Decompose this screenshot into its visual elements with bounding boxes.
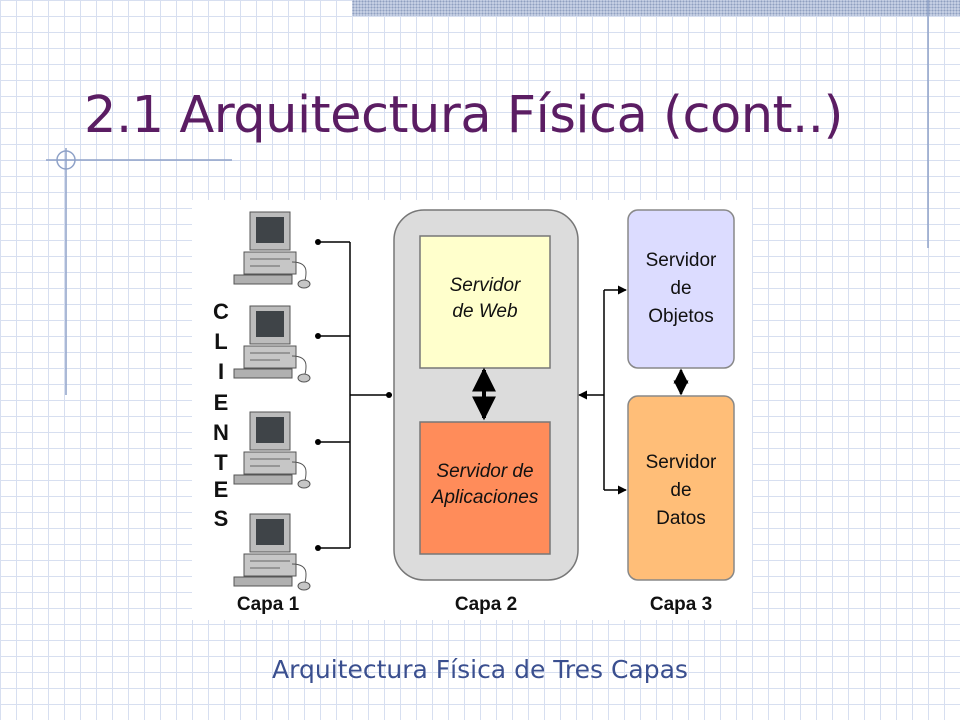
tier3-label: Capa 3 [650, 594, 712, 615]
web-server-box [419, 235, 551, 369]
svg-text:E: E [214, 477, 229, 502]
svg-text:E: E [214, 390, 229, 415]
web-server-label-line1: Servidor [450, 275, 521, 296]
tier2-label: Capa 2 [455, 594, 517, 615]
object-server-label-line2: de [670, 278, 691, 299]
guide-circle-icon [56, 150, 76, 170]
data-server-label-line1: Servidor [646, 452, 717, 473]
svg-text:C: C [213, 299, 229, 324]
app-server-label-line2: Aplicaciones [431, 487, 539, 508]
svg-text:S: S [214, 506, 229, 531]
three-tier-architecture-diagram: C L I E N T E S Servidor de Web Servidor… [192, 200, 752, 620]
top-decoration-band [352, 0, 960, 16]
web-server-label-line2: de Web [452, 301, 517, 322]
client-connection-lines [318, 241, 392, 549]
svg-text:N: N [213, 420, 229, 445]
object-server-label-line1: Servidor [646, 250, 717, 271]
data-server-label-line2: de [670, 480, 691, 501]
page-title: 2.1 Arquitectura Física (cont..) [84, 86, 843, 145]
app-server-box [419, 421, 551, 555]
tier2-tier3-connections [578, 285, 627, 495]
client-connection-dots [315, 239, 392, 551]
figure-caption: Arquitectura Física de Tres Capas [272, 655, 688, 684]
clientes-vertical-label: C L I E N T E S [213, 299, 229, 531]
data-server-box [627, 395, 735, 581]
app-server-label-line1: Servidor de [436, 461, 533, 482]
svg-text:I: I [218, 359, 224, 384]
data-server-label-line3: Datos [656, 508, 706, 529]
tier1-label: Capa 1 [237, 594, 300, 615]
svg-text:T: T [214, 450, 228, 475]
object-server-box [627, 209, 735, 369]
svg-text:L: L [214, 329, 227, 354]
object-server-label-line3: Objetos [648, 306, 713, 327]
